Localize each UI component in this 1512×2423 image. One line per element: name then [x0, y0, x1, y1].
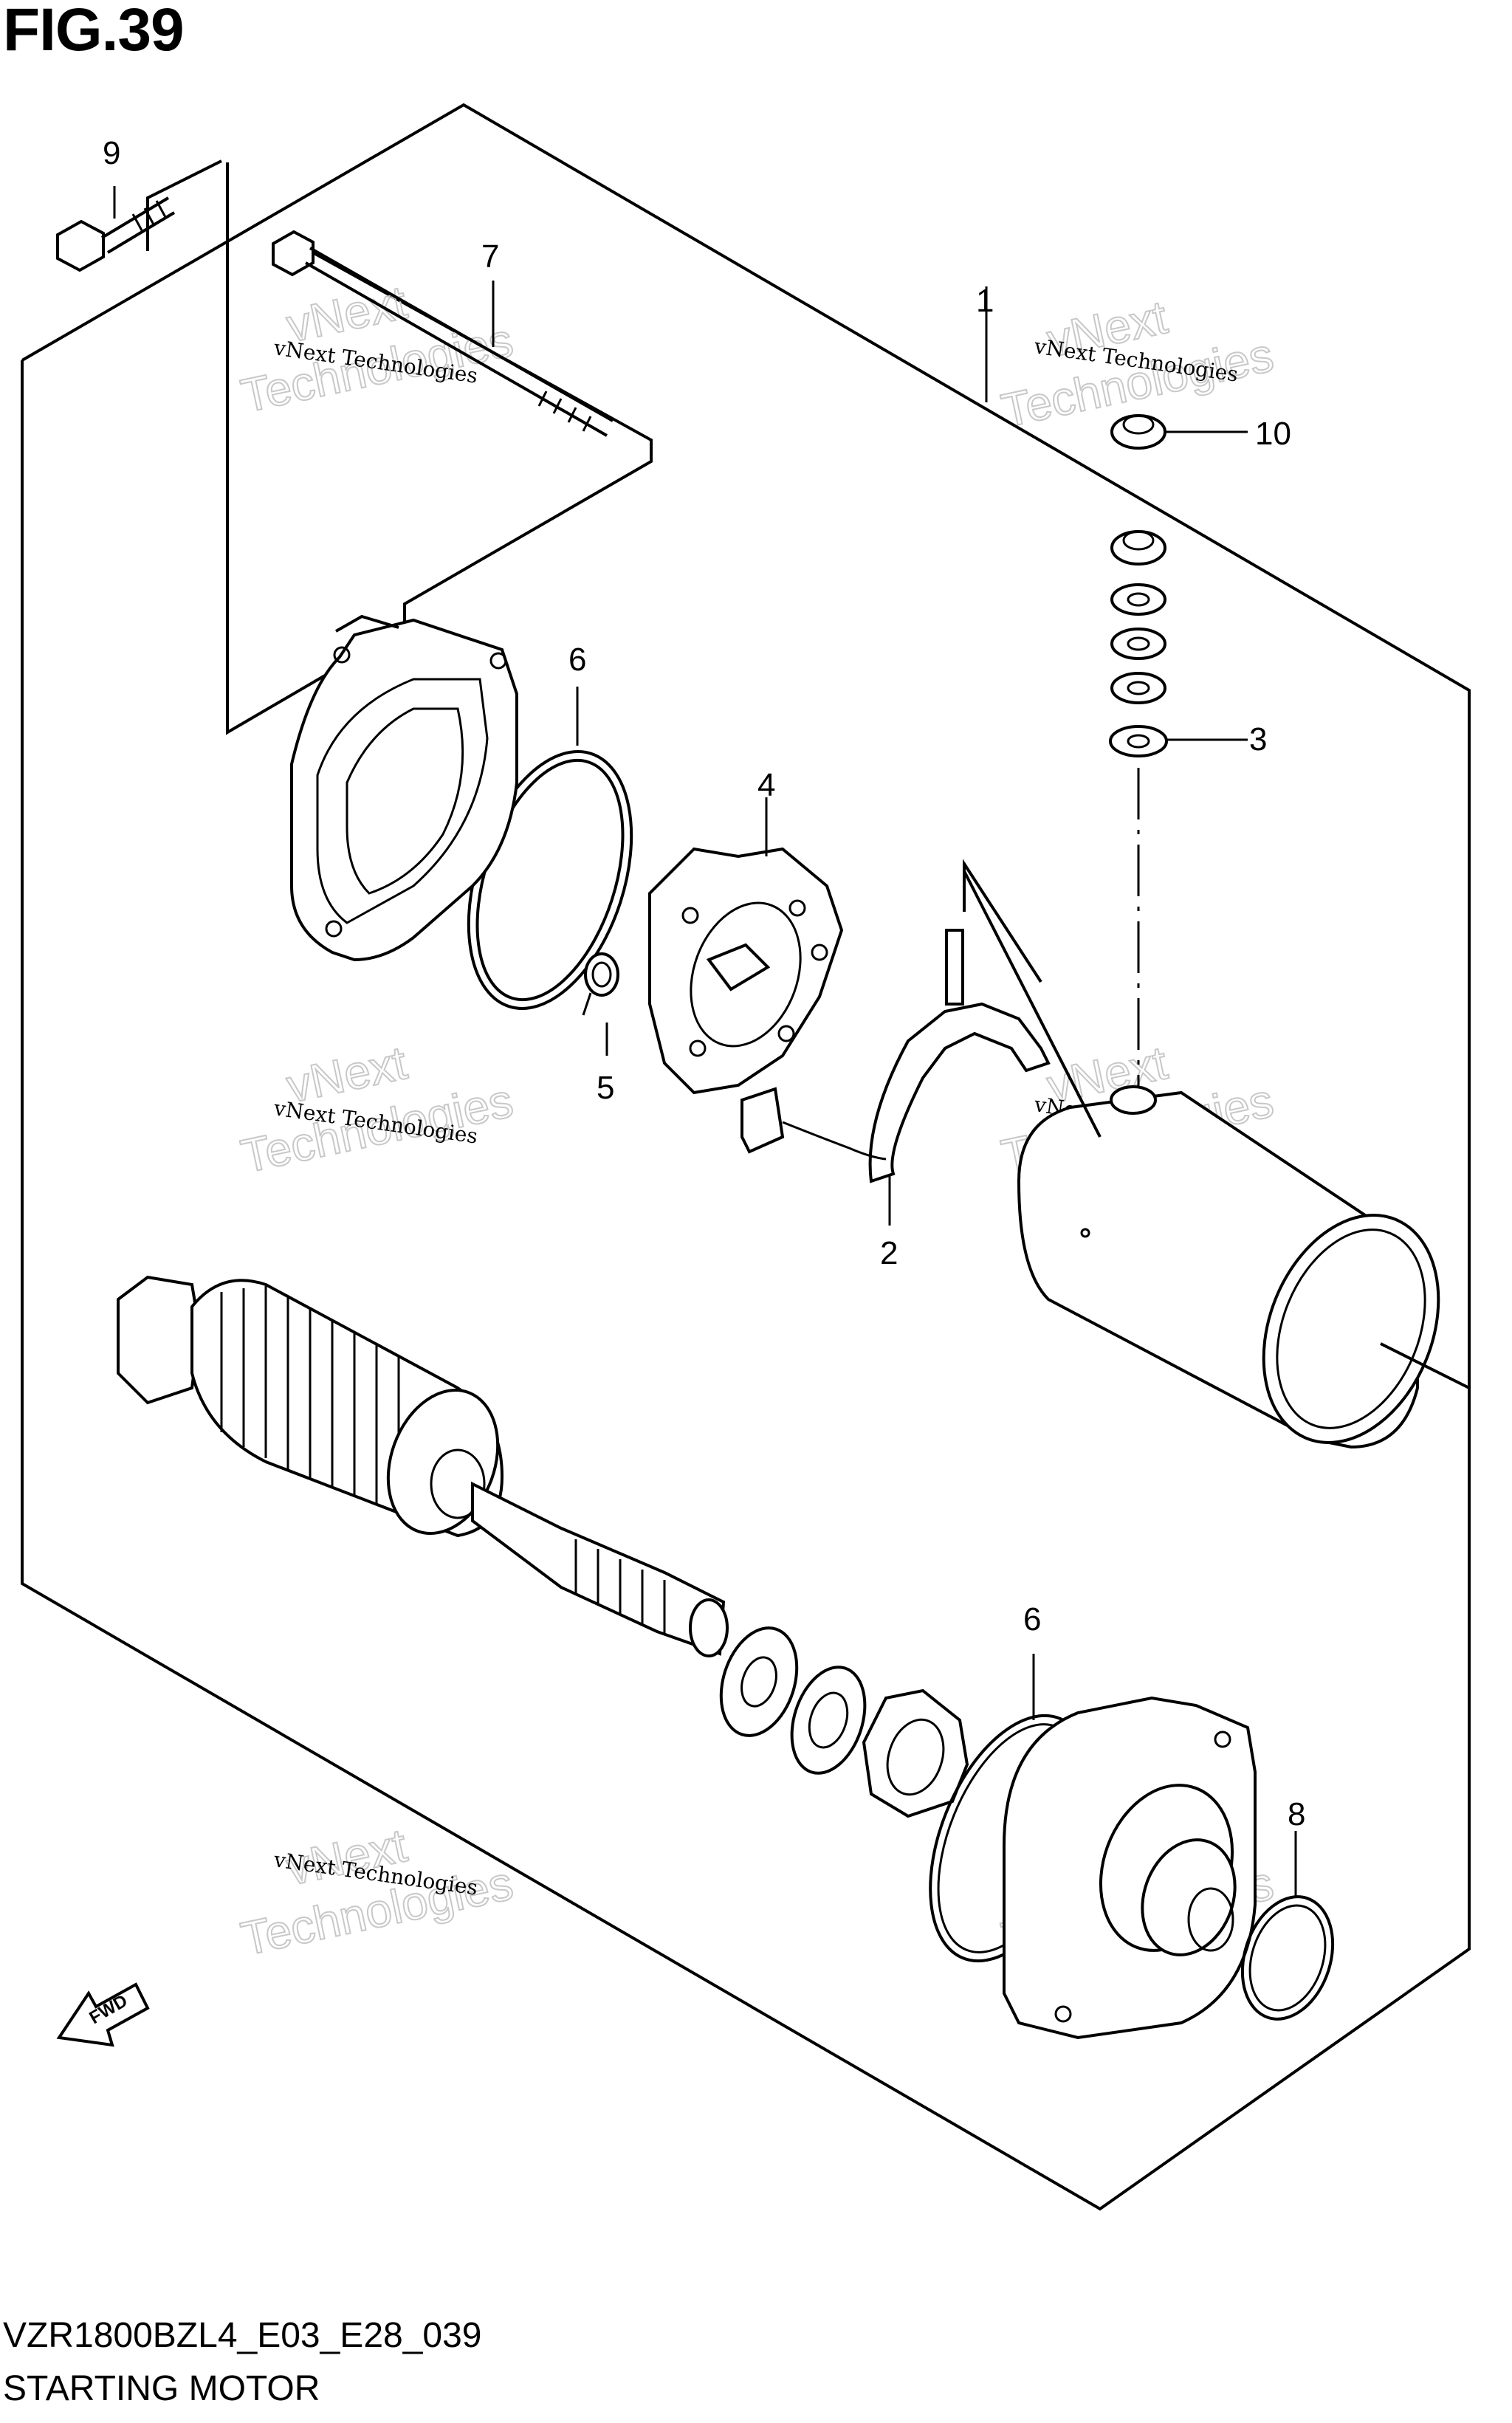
- figure-name: STARTING MOTOR: [3, 2369, 320, 2408]
- callout-7: 7: [481, 238, 499, 275]
- figure-code: VZR1800BZL4_E03_E28_039: [3, 2316, 482, 2355]
- fwd-arrow: FWD: [56, 1982, 150, 2047]
- part-2-terminal-brush: [740, 929, 1051, 1226]
- part-10-nut: [1110, 414, 1248, 450]
- figure-title: FIG.39: [3, 0, 185, 63]
- part-7-through-bolt: [272, 230, 614, 437]
- front-washers: [719, 1626, 969, 1818]
- front-housing: [1003, 1696, 1257, 2040]
- callout-2: 2: [880, 1235, 898, 1271]
- rear-housing: [290, 614, 518, 962]
- callout-5: 5: [597, 1070, 614, 1106]
- callout-6-lower: 6: [1023, 1601, 1041, 1637]
- part-3-washers: [1109, 530, 1248, 1100]
- part-9-bolt: [56, 186, 176, 272]
- callout-labels: 9 7 1 10 6 3 4 5 2 6 8: [103, 135, 1305, 1832]
- armature: [117, 1275, 729, 1657]
- callout-8: 8: [1288, 1796, 1305, 1832]
- assembly-leader-lines: [963, 859, 1102, 1138]
- part-5-brush-spring: [582, 952, 619, 1056]
- callout-1: 1: [976, 283, 994, 319]
- part-4-brush-holder: [648, 797, 844, 1095]
- part-1-motor-yoke: [985, 286, 1470, 1449]
- callout-3: 3: [1249, 721, 1267, 757]
- callout-4: 4: [757, 767, 775, 803]
- callout-10: 10: [1255, 416, 1291, 452]
- assembly-frame: [21, 103, 1471, 2211]
- part-8-small-o-ring: [1240, 1831, 1335, 2021]
- armature-shaft-splines: [574, 1539, 666, 1635]
- callout-6-upper: 6: [568, 642, 586, 678]
- callout-9: 9: [103, 135, 120, 171]
